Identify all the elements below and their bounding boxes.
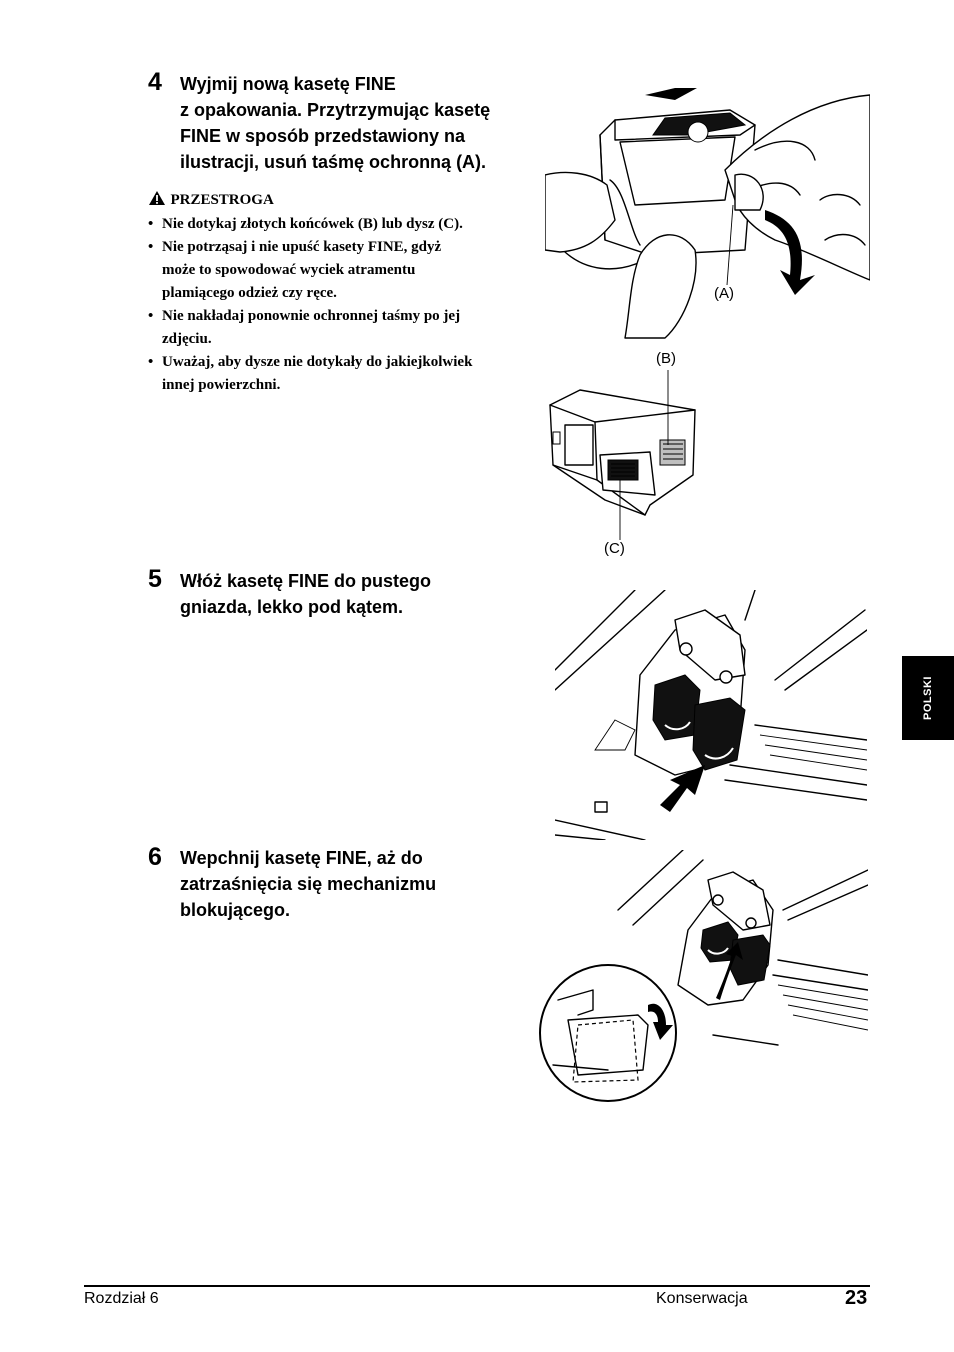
language-tab: POLSKI bbox=[902, 656, 954, 740]
step-5-line: Włóż kasetę FINE do pustego bbox=[180, 571, 432, 591]
lock-arrow-icon bbox=[648, 1003, 673, 1040]
tape-peel-arrow-icon bbox=[765, 210, 815, 295]
cartridge-nozzles-illustration bbox=[549, 370, 696, 540]
insert-cartridge-illustration bbox=[555, 590, 867, 840]
push-arrow-icon bbox=[716, 942, 743, 1000]
footer-divider bbox=[84, 1285, 870, 1287]
insert-arrow-icon bbox=[660, 765, 705, 812]
footer-section: Konserwacja bbox=[656, 1290, 748, 1307]
label-c: (C) bbox=[604, 540, 625, 557]
step-4-line: z opakowania. Przytrzymując kasetę bbox=[180, 100, 491, 120]
remove-tape-illustration bbox=[545, 88, 870, 339]
label-a: (A) bbox=[714, 285, 734, 302]
caution-item-line: Nie nakładaj ponownie ochronnej taśmy po… bbox=[162, 308, 461, 324]
step-4-line: FINE w sposób przedstawiony na bbox=[180, 126, 466, 146]
step-4-instruction: Wyjmij nową kasetę FINE z opakowania. Pr… bbox=[180, 71, 490, 175]
caution-item-line: Nie dotykaj złotych końcówek (B) lub dys… bbox=[162, 216, 463, 232]
step-6-line: zatrzaśnięcia się mechanizmu bbox=[180, 874, 437, 894]
lock-cartridge-illustration bbox=[539, 850, 868, 1102]
caution-item: • Uważaj, aby dysze nie dotykały do jaki… bbox=[148, 351, 472, 397]
footer-chapter: Rozdział 6 bbox=[84, 1290, 159, 1307]
caution-list: • Nie dotykaj złotych końcówek (B) lub d… bbox=[148, 213, 472, 397]
page-number: 23 bbox=[845, 1287, 868, 1309]
warning-triangle-icon bbox=[149, 191, 165, 205]
caution-item-line: Uważaj, aby dysze nie dotykały do jakiej… bbox=[162, 354, 473, 370]
step-6-line: Wepchnij kasetę FINE, aż do bbox=[180, 848, 423, 868]
caution-item-line: może to spowodować wyciek atramentu bbox=[162, 262, 416, 278]
step-5-number: 5 bbox=[148, 565, 162, 593]
pull-arrow-icon bbox=[645, 88, 697, 100]
caution-item: • Nie nakładaj ponownie ochronnej taśmy … bbox=[148, 305, 472, 351]
step-6-instruction: Wepchnij kasetę FINE, aż do zatrzaśnięci… bbox=[180, 845, 436, 923]
caution-item-line: Nie potrząsaj i nie upuść kasety FINE, g… bbox=[162, 239, 442, 255]
step-5-line: gniazda, lekko pod kątem. bbox=[180, 597, 404, 617]
caution-item: • Nie potrząsaj i nie upuść kasety FINE,… bbox=[148, 236, 472, 305]
language-tab-label: POLSKI bbox=[922, 676, 934, 720]
step-4-line: Wyjmij nową kasetę FINE bbox=[180, 74, 396, 94]
caution-item-line: innej powierzchni. bbox=[162, 377, 281, 393]
step-6-line: blokującego. bbox=[180, 900, 291, 920]
caution-item: • Nie dotykaj złotych końcówek (B) lub d… bbox=[148, 213, 472, 236]
caution-item-line: zdjęciu. bbox=[162, 331, 212, 347]
caution-title: PRZESTROGA bbox=[170, 192, 274, 208]
step-5-instruction: Włóż kasetę FINE do pustego gniazda, lek… bbox=[180, 568, 431, 620]
step-6-number: 6 bbox=[148, 843, 162, 871]
step-4-number: 4 bbox=[148, 68, 162, 96]
caution-header: PRZESTROGA bbox=[148, 190, 274, 209]
caution-item-line: plamiącego odzież czy ręce. bbox=[162, 285, 337, 301]
label-b: (B) bbox=[656, 350, 676, 367]
step-4-line: ilustracji, usuń taśmę ochronną (A). bbox=[180, 152, 487, 172]
